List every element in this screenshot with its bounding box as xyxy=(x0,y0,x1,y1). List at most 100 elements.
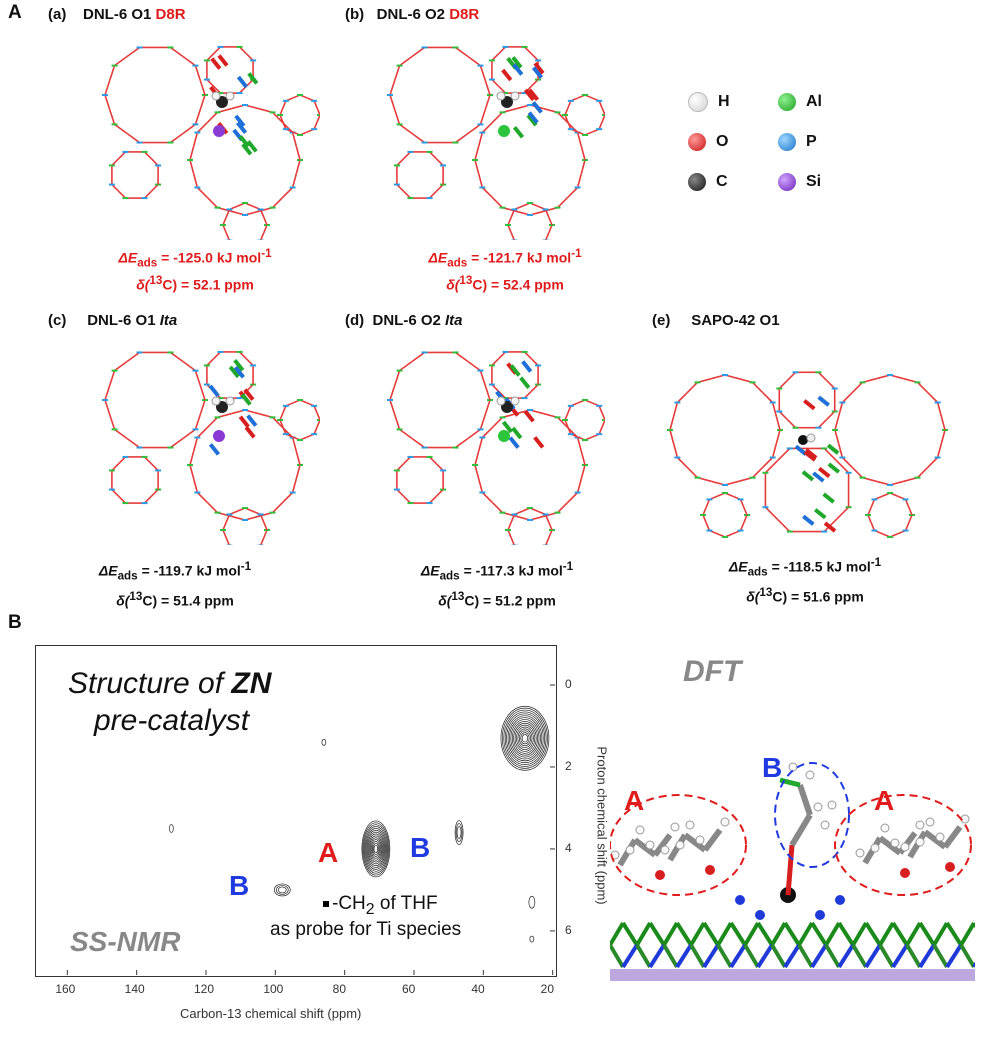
dft-label-a-left: A xyxy=(624,785,644,817)
nmr-peak-label-a: A xyxy=(318,837,338,869)
catalyst-surface xyxy=(610,923,975,981)
legend-item-c: C xyxy=(688,164,778,200)
legend-item-o: O xyxy=(688,124,778,160)
nmr-y-axis: 0 2 4 6 xyxy=(560,645,590,975)
contour-peak xyxy=(529,896,535,908)
x-tick-label: 20 xyxy=(541,982,554,996)
framework-ring xyxy=(667,375,783,485)
nmr-x-label: Carbon-13 chemical shift (ppm) xyxy=(180,1006,361,1021)
panel-e-shift: δ(13C) = 51.6 ppm xyxy=(680,586,930,605)
contour-peak xyxy=(362,821,390,877)
framework-ring xyxy=(505,203,555,240)
adsorbate-core xyxy=(796,397,839,531)
framework-structure-e xyxy=(665,340,950,540)
y-tick-label: 0 xyxy=(565,677,572,691)
panel-e-energy: ΔEads = -118.5 kJ mol-1 xyxy=(680,556,930,578)
panel-a-shift: δ(13C) = 52.1 ppm xyxy=(70,274,320,293)
x-tick-label: 100 xyxy=(263,982,283,996)
framework-ring xyxy=(865,493,915,537)
nmr-note-line2: as probe for Ti species xyxy=(270,919,461,941)
section-a-letter: A xyxy=(8,2,22,24)
framework-ring xyxy=(220,508,270,545)
panel-b-shift: δ(13C) = 52.4 ppm xyxy=(380,274,630,293)
contour-peak xyxy=(530,936,534,942)
x-tick-label: 40 xyxy=(471,982,484,996)
framework-ring xyxy=(187,410,303,520)
x-tick-label: 140 xyxy=(125,982,145,996)
panel-b-energy: ΔEads = -121.7 kJ mol-1 xyxy=(380,247,630,269)
phosphorus-ball-icon xyxy=(778,133,796,151)
panel-d-energy: ΔEads = -117.3 kJ mol-1 xyxy=(372,560,622,582)
framework-ring xyxy=(832,375,948,485)
y-tick-label: 2 xyxy=(565,759,572,773)
adsorbate-core xyxy=(211,55,257,154)
legend-item-h: H xyxy=(688,84,778,120)
dft-title: DFT xyxy=(683,655,741,689)
panel-a-title: (a) DNL-6 O1 D8R xyxy=(48,6,186,23)
nmr-title: Structure of ZN xyxy=(68,667,271,701)
nmr-x-axis: 16014012010080604020 xyxy=(20,982,580,998)
nmr-title-line2: pre-catalyst xyxy=(94,704,249,738)
silicon-ball-icon xyxy=(778,173,796,191)
framework-ring xyxy=(220,203,270,240)
framework-ring xyxy=(394,457,446,503)
nmr-peak-label-b-left: B xyxy=(229,870,249,902)
hydrogen-ball-icon xyxy=(688,92,708,112)
adsorbate-core xyxy=(497,57,543,137)
y-tick-label: 6 xyxy=(565,923,572,937)
contour-peak xyxy=(322,739,326,745)
x-tick-label: 160 xyxy=(55,982,75,996)
contour-peak xyxy=(274,884,290,896)
adsorbate-core xyxy=(210,360,256,454)
framework-ring xyxy=(489,352,541,398)
panel-c-energy: ΔEads = -119.7 kJ mol-1 xyxy=(50,560,300,582)
legend-item-al: Al xyxy=(778,84,868,120)
nmr-note: -CH2 of THF xyxy=(323,893,438,919)
framework-ring xyxy=(562,400,605,440)
panel-d-shift: δ(13C) = 51.2 ppm xyxy=(372,590,622,609)
framework-structure-a xyxy=(80,30,320,240)
panel-c-shift: δ(13C) = 51.4 ppm xyxy=(50,590,300,609)
ti-center xyxy=(735,763,845,920)
contour-peak xyxy=(455,821,463,845)
framework-ring xyxy=(472,105,588,215)
y-tick-label: 4 xyxy=(565,841,572,855)
panel-e-title: (e) SAPO-42 O1 xyxy=(652,312,780,329)
nmr-method-label: SS-NMR xyxy=(70,926,180,958)
framework-ring xyxy=(387,352,493,447)
adsorbate-core xyxy=(497,361,543,447)
framework-ring xyxy=(387,47,493,142)
framework-ring xyxy=(505,508,555,545)
legend-item-p: P xyxy=(778,124,868,160)
aluminum-ball-icon xyxy=(778,93,796,111)
framework-ring xyxy=(204,47,256,93)
carbon-ball-icon xyxy=(688,173,706,191)
framework-structure-b xyxy=(365,30,605,240)
framework-ring xyxy=(102,352,208,447)
oxygen-ball-icon xyxy=(688,133,706,151)
thf-molecule xyxy=(901,815,969,872)
section-b-letter: B xyxy=(8,612,22,634)
framework-ring xyxy=(187,105,303,215)
framework-ring xyxy=(277,95,320,135)
framework-ring xyxy=(277,400,320,440)
contour-peak xyxy=(501,706,549,770)
atom-legend: H Al O P C Si xyxy=(688,84,868,200)
framework-ring xyxy=(700,493,750,537)
framework-ring xyxy=(562,95,605,135)
framework-ring xyxy=(102,47,208,142)
dft-label-a-right: A xyxy=(874,785,894,817)
panel-b-title: (b) DNL-6 O2 D8R xyxy=(345,6,479,23)
nmr-y-label: Proton chemical shift (ppm) xyxy=(595,726,610,926)
dft-label-b: B xyxy=(762,752,782,784)
framework-structure-c xyxy=(80,335,320,545)
framework-structure-d xyxy=(365,335,605,545)
framework-ring xyxy=(109,152,161,198)
panel-c-title: (c) DNL-6 O1 Ita xyxy=(48,312,177,329)
x-tick-label: 60 xyxy=(402,982,415,996)
contour-peak xyxy=(169,824,173,832)
bullet-icon xyxy=(323,901,329,907)
framework-ring xyxy=(394,152,446,198)
legend-item-si: Si xyxy=(778,164,868,200)
panel-a-energy: ΔEads = -125.0 kJ mol-1 xyxy=(70,247,320,269)
